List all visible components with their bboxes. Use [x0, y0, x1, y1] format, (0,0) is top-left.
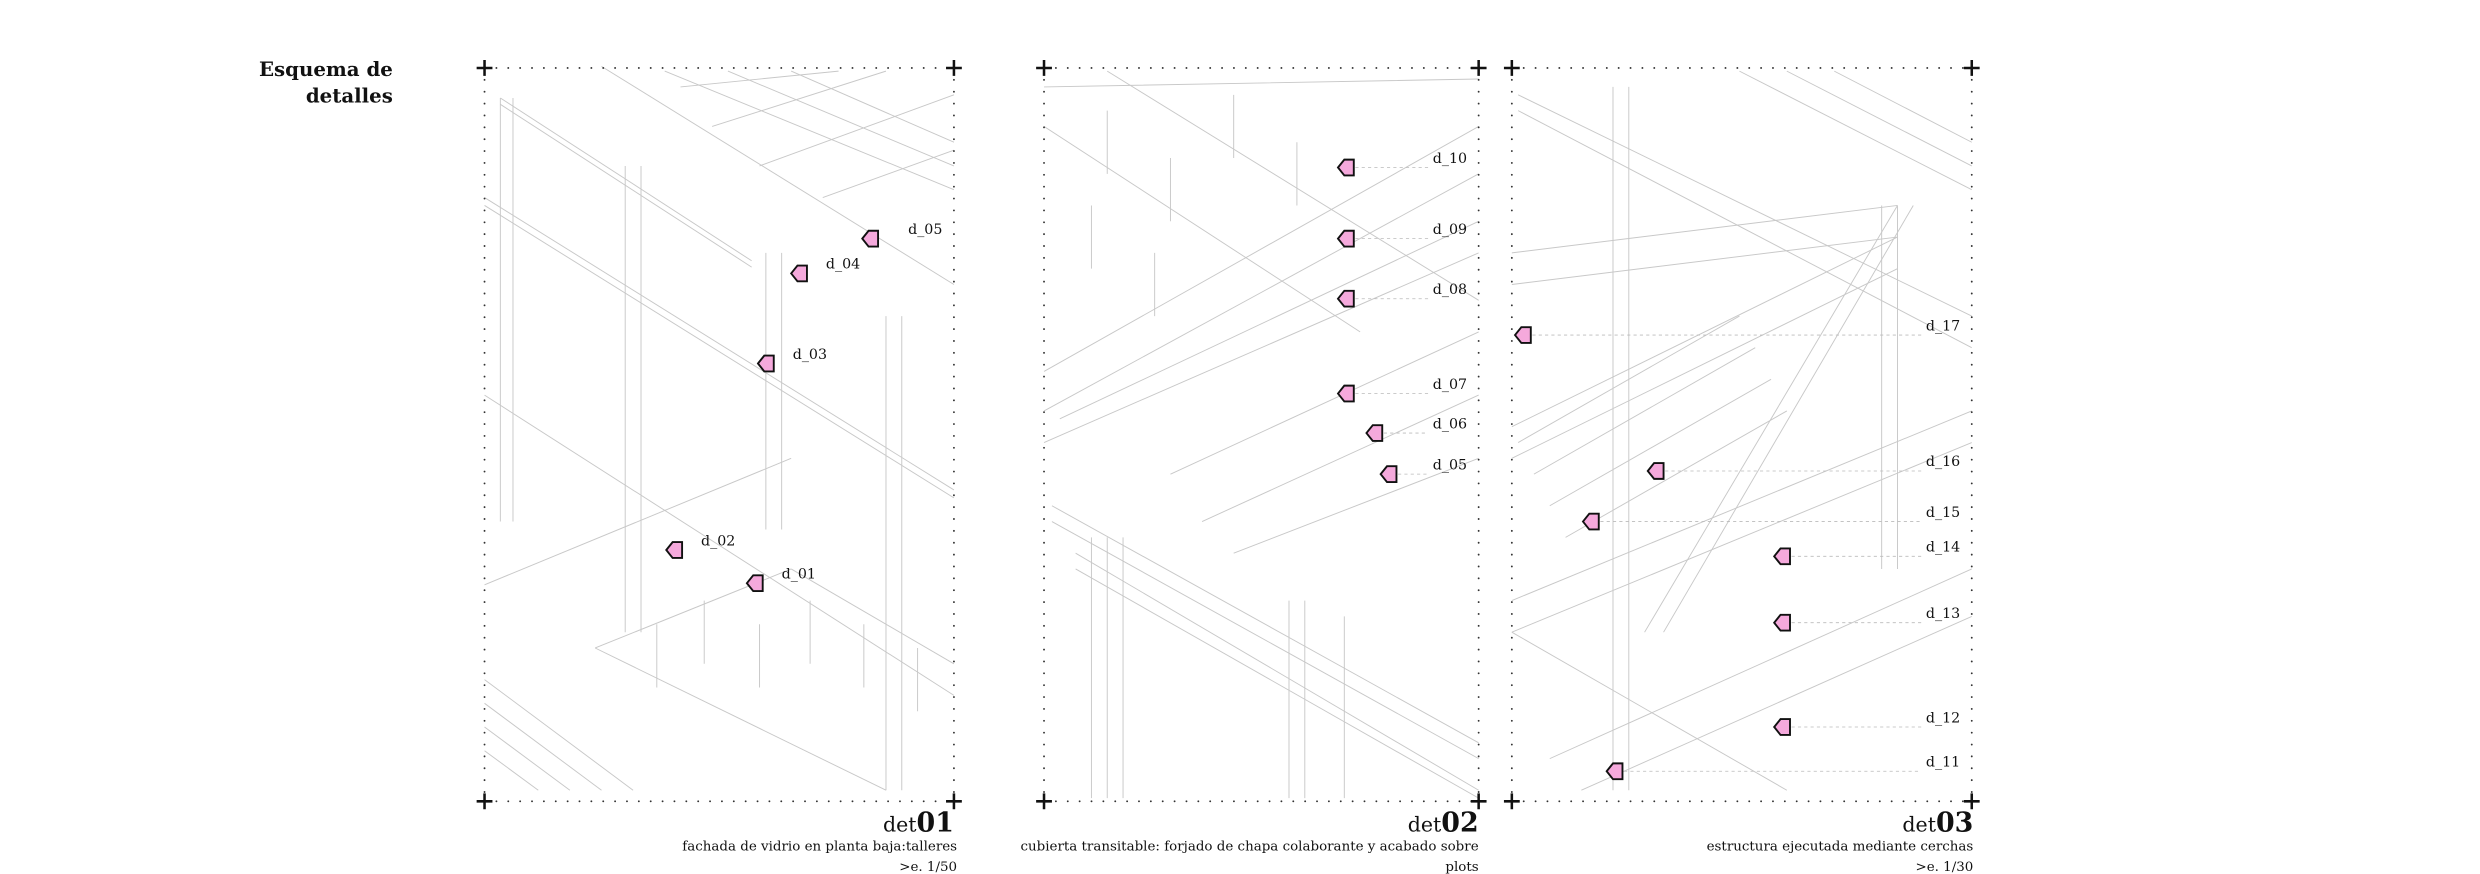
marker-label: d_05 [1433, 457, 1467, 473]
panel-caption: fachada de vidrio en planta baja:tallere… [682, 839, 957, 854]
section-marker-icon[interactable] [1605, 762, 1624, 781]
isometric-drawing-det02 [1043, 70, 1479, 799]
frames [476, 60, 1980, 810]
detail-marker-d_11[interactable]: d_11 [1605, 755, 1961, 781]
marker-label: d_01 [782, 566, 816, 582]
section-marker-icon[interactable] [1336, 158, 1355, 177]
frame-det03 [1503, 60, 1980, 810]
detail-marker-d_04[interactable]: d_04 [789, 257, 860, 283]
registration-cross-icon [1036, 793, 1052, 810]
det-prefix: det [1902, 812, 1936, 836]
panel-scale: plots [1445, 860, 1478, 874]
detail-marker-d_09[interactable]: d_09 [1336, 222, 1467, 248]
registration-cross-icon [1963, 793, 1980, 810]
detail-marker-d_16[interactable]: d_16 [1646, 454, 1960, 480]
registration-cross-icon [1503, 793, 1520, 810]
section-marker-icon[interactable] [745, 574, 764, 593]
registration-cross-icon [476, 793, 493, 810]
det-number: 01 [917, 807, 954, 838]
section-marker-icon[interactable] [1513, 326, 1532, 344]
registration-cross-icon [946, 793, 962, 810]
marker-label: d_13 [1926, 606, 1960, 622]
section-marker-icon[interactable] [1646, 462, 1665, 480]
section-marker-icon[interactable] [1336, 384, 1355, 403]
detail-marker-d_01[interactable]: d_01 [745, 566, 816, 593]
detail-marker-d_08[interactable]: d_08 [1336, 282, 1467, 308]
heading-line-1: Esquema de [259, 57, 393, 81]
section-marker-icon[interactable] [1336, 229, 1355, 248]
panel-caption: cubierta transitable: forjado de chapa c… [1020, 839, 1478, 854]
marker-label: d_12 [1926, 710, 1960, 726]
detail-marker-d_12[interactable]: d_12 [1772, 710, 1960, 736]
marker-label: d_07 [1433, 377, 1467, 393]
marker-label: d_08 [1433, 282, 1467, 298]
marker-label: d_02 [701, 533, 735, 549]
detail-marker-d_13[interactable]: d_13 [1772, 606, 1960, 632]
detail-marker-d_14[interactable]: d_14 [1772, 540, 1960, 566]
registration-cross-icon [1963, 60, 1980, 76]
marker-label: d_11 [1926, 755, 1960, 771]
marker-label: d_17 [1926, 318, 1960, 334]
registration-cross-icon [1470, 793, 1487, 810]
registration-cross-icon [1503, 60, 1520, 76]
svg-text:det01: det01 [883, 807, 954, 838]
svg-text:det02: det02 [1408, 807, 1479, 838]
detail-marker-d_10[interactable]: d_10 [1336, 151, 1467, 177]
panel-caption: estructura ejecutada mediante cerchas [1707, 839, 1974, 854]
detail-marker-d_07[interactable]: d_07 [1336, 377, 1467, 403]
section-marker-icon[interactable] [1336, 289, 1355, 308]
marker-label: d_10 [1433, 151, 1467, 167]
section-marker-icon[interactable] [861, 229, 880, 248]
isometric-drawing-det01 [484, 65, 955, 791]
registration-cross-icon [1036, 60, 1052, 76]
detail-marker-d_05[interactable]: d_05 [1379, 457, 1467, 483]
det-prefix: det [883, 812, 917, 836]
section-marker-icon[interactable] [1772, 718, 1791, 736]
marker-label: d_09 [1433, 222, 1467, 238]
marker-label: d_15 [1926, 505, 1960, 521]
panel-scale: >e. 1/50 [899, 860, 957, 874]
detail-marker-d_05[interactable]: d_05 [861, 222, 942, 248]
marker-label: d_03 [793, 347, 827, 363]
marker-label: d_14 [1926, 540, 1960, 556]
detail-marker-d_17[interactable]: d_17 [1513, 318, 1960, 344]
section-marker-icon[interactable] [1772, 613, 1791, 632]
marker-label: d_05 [908, 222, 942, 238]
section-marker-icon[interactable] [1581, 512, 1600, 531]
registration-cross-icon [476, 60, 493, 76]
section-marker-icon[interactable] [756, 354, 775, 373]
panel-title-det02: det02 cubierta transitable: forjado de c… [1020, 807, 1478, 874]
markers: d_05 d_04 d_03 d_02 d_01 d_10 d_09 d_08 d_07 d_06… [665, 151, 1961, 781]
det-prefix: det [1408, 812, 1442, 836]
registration-cross-icon [946, 60, 962, 76]
frame-det01 [476, 60, 962, 810]
heading: Esquema de detalles [259, 57, 393, 108]
section-marker-icon[interactable] [789, 264, 808, 283]
heading-line-2: detalles [306, 84, 393, 108]
panel-scale: >e. 1/30 [1915, 860, 1973, 874]
detail-marker-d_02[interactable]: d_02 [665, 533, 735, 559]
isometric-drawing-det03 [1511, 70, 1972, 791]
detail-marker-d_03[interactable]: d_03 [756, 347, 827, 373]
svg-text:det03: det03 [1902, 807, 1973, 838]
registration-cross-icon [1470, 60, 1487, 76]
marker-label: d_16 [1926, 454, 1960, 470]
marker-label: d_04 [826, 257, 860, 273]
det-number: 02 [1441, 807, 1478, 838]
detail-marker-d_15[interactable]: d_15 [1581, 505, 1960, 531]
panel-title-det03: det03 estructura ejecutada mediante cerc… [1707, 807, 1974, 874]
marker-label: d_06 [1433, 416, 1467, 432]
section-marker-icon[interactable] [1772, 547, 1791, 566]
panel-title-det01: det01 fachada de vidrio en planta baja:t… [682, 807, 957, 874]
section-marker-icon[interactable] [1365, 424, 1384, 442]
section-marker-icon[interactable] [665, 541, 684, 559]
section-marker-icon[interactable] [1379, 465, 1398, 483]
det-number: 03 [1936, 807, 1973, 838]
frame-det02 [1036, 60, 1487, 810]
detail-marker-d_06[interactable]: d_06 [1365, 416, 1467, 442]
